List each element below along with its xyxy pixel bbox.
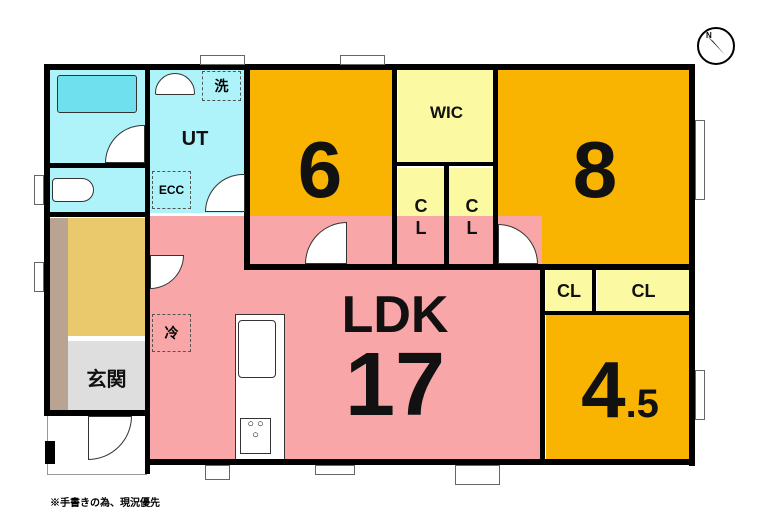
- toilet: [52, 178, 94, 202]
- wall: [44, 410, 148, 416]
- closet-4-label: CL: [631, 281, 656, 301]
- room-4-5-int: 4: [581, 345, 626, 434]
- entrance: [68, 341, 145, 410]
- compass: N: [697, 27, 735, 65]
- window: [695, 120, 705, 200]
- closet-2-label: C L: [465, 196, 479, 238]
- closet-3: [546, 270, 592, 312]
- window: [455, 465, 500, 485]
- ut-label: UT: [181, 128, 209, 150]
- wall: [689, 64, 695, 466]
- ldk-label: LDK: [341, 286, 449, 344]
- wall: [540, 311, 692, 315]
- closet-4: [597, 270, 690, 312]
- room-8-label: 8: [572, 125, 618, 214]
- door[interactable]: [205, 174, 245, 212]
- window: [315, 465, 355, 475]
- washer-space: 洗: [202, 71, 241, 101]
- window: [695, 370, 705, 420]
- compass-label: N: [706, 31, 712, 40]
- window: [205, 465, 230, 480]
- wall: [244, 64, 250, 270]
- wall: [44, 212, 148, 217]
- wic-label: WIC: [429, 103, 464, 122]
- washer-label: 洗: [214, 78, 229, 94]
- wall: [540, 268, 545, 464]
- closet-1-label: C L: [414, 196, 428, 238]
- wall: [145, 459, 695, 465]
- wall: [444, 164, 449, 266]
- kitchen-sink: [238, 320, 276, 378]
- wall: [244, 64, 694, 70]
- compass-needle-icon: [708, 37, 725, 55]
- wall: [145, 64, 150, 474]
- porch-post: [45, 441, 55, 464]
- window: [340, 55, 385, 65]
- bathtub: [57, 75, 137, 113]
- closet-3-label: CL: [557, 281, 581, 301]
- fridge-space: 冷: [152, 314, 191, 352]
- room-4-5-dec: .5: [625, 382, 659, 426]
- entrance-label: 玄関: [86, 369, 127, 391]
- wall: [244, 264, 694, 270]
- wall: [392, 64, 397, 270]
- room-6-label: 6: [297, 125, 343, 214]
- wall: [493, 64, 498, 270]
- wall: [44, 64, 50, 415]
- stove: ○ ○○: [240, 418, 271, 454]
- wall: [592, 268, 596, 314]
- footnote: ※手書きの為、現況優先: [50, 498, 160, 509]
- ldk-size: 17: [344, 335, 446, 435]
- room-4-5-label: 4.5: [555, 345, 685, 449]
- wall: [44, 163, 148, 168]
- room-4-5: [546, 314, 690, 460]
- wall: [397, 162, 493, 166]
- fridge-label: 冷: [164, 325, 179, 341]
- ecc-space: ECC: [152, 171, 191, 209]
- ecc-label: ECC: [158, 183, 185, 197]
- entry-closet: [68, 218, 145, 336]
- window: [34, 262, 44, 292]
- shoe-storage: [50, 218, 68, 410]
- wic: [398, 69, 495, 164]
- window: [200, 55, 245, 65]
- window: [34, 175, 44, 205]
